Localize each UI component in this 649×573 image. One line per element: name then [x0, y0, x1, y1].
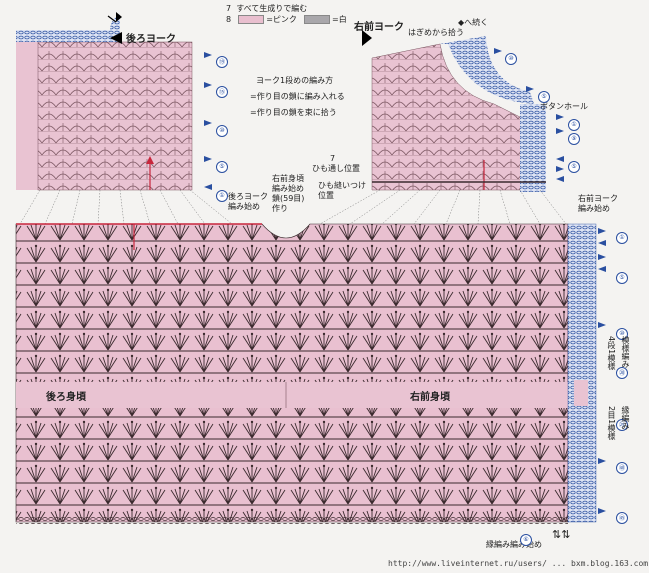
body-marker-1: ①	[616, 224, 628, 244]
cord-number: 7	[330, 154, 336, 163]
bottom-arrows-icon: ⇅⇅	[552, 528, 571, 541]
pink-label: =ピンク	[266, 15, 297, 24]
back-yoke-title: 後ろヨーク	[126, 34, 176, 45]
notes-title: ヨーク1段めの編み方	[256, 76, 334, 85]
continue-label: ◆へ続く	[458, 18, 489, 27]
body-marker-20: ⑳	[616, 360, 628, 379]
legend-text-all-natural: すべて生成りで編む	[236, 4, 308, 13]
body-marker-40: ㊵	[616, 455, 628, 474]
edging-start-label: 縁編み編み始め	[486, 540, 542, 549]
front-body-label: 右前身頃	[410, 392, 450, 403]
back-row-marker-5: ⑤	[216, 153, 228, 173]
body-marker-45: ㊺	[616, 505, 628, 524]
front-row-marker-10: ⑩	[505, 45, 517, 65]
gray-swatch	[303, 15, 330, 24]
back-yoke-diamond-icon	[116, 12, 122, 22]
back-yoke-start-label: 後ろヨーク 編み始め	[228, 192, 268, 211]
notes-line-1: =作り目の鎖に編み入れる	[250, 92, 345, 101]
body-edging-column	[567, 223, 597, 523]
back-body-label: 後ろ身頃	[46, 392, 86, 403]
front-yoke-title: 右前ヨーク	[354, 22, 404, 33]
back-row-marker-15: ⑮	[216, 79, 228, 98]
bottom-marker-6: ⑥	[520, 526, 532, 546]
back-row-marker-10: ⑩	[216, 117, 228, 137]
legend-line-2: 8 =ピンク =白	[226, 15, 347, 25]
tie-position-label: ひも縫いつけ 位置	[318, 181, 366, 200]
legend-num-7: 7	[226, 4, 232, 13]
back-row-marker-1: ①	[216, 182, 228, 202]
pattern-stitch-label: 模様編み	[621, 336, 630, 368]
body-marker-25: ㉕	[616, 412, 628, 431]
back-yoke-arrow-icon	[110, 32, 122, 44]
edging-label-gap	[574, 380, 588, 406]
front-row-marker-9: ⑨	[568, 125, 580, 145]
pink-swatch	[238, 15, 265, 24]
cord-position-label: ひも通し位置	[312, 164, 360, 173]
buttonhole-label: ボタンホール	[540, 102, 588, 111]
legend-num-8: 8	[226, 15, 232, 24]
back-yoke-neck-edging	[16, 14, 120, 42]
gathering-lines	[19, 189, 567, 225]
back-row-marker-19: ⑲	[216, 49, 228, 68]
body-marker-10: ⑩	[616, 320, 628, 340]
front-row-marker-5: ⑤	[538, 83, 550, 103]
notes-line-2: =作り目の鎖を束に拾う	[250, 108, 337, 117]
edge-repeat-label: 2目1模様	[607, 406, 616, 441]
gray-label: =白	[331, 15, 347, 24]
bottom-chain-row	[16, 516, 568, 524]
body-label-band	[16, 382, 568, 408]
front-yoke-arrow-icon	[362, 30, 372, 46]
front-body-start-label: 右前身頃 編み始め 鎖(59目) 作り	[272, 174, 305, 213]
watermark-url: http://www.liveinternet.ru/users/ ... bx…	[388, 559, 649, 568]
pickup-label: はぎめから拾う	[408, 28, 464, 37]
back-yoke-chart	[37, 41, 193, 191]
front-row-marker-5b: ⑤	[568, 153, 580, 173]
front-yoke-button-band	[520, 104, 546, 192]
pattern-repeat-label: 4段1模様	[607, 336, 616, 371]
legend-line-1: 7 すべて生成りで編む	[226, 4, 307, 14]
front-yoke-chart	[371, 43, 523, 191]
edge-stitch-label: 縁編み	[621, 406, 630, 430]
body-chart	[15, 223, 569, 523]
front-yoke-neck-edging	[440, 36, 534, 104]
body-marker-5: ⑤	[616, 264, 628, 284]
back-yoke-left-strip	[16, 30, 38, 190]
front-yoke-start-label: 右前ヨーク 編み始め	[578, 194, 618, 213]
row-arrows	[598, 228, 606, 514]
front-row-marker-1: ①	[568, 111, 580, 131]
